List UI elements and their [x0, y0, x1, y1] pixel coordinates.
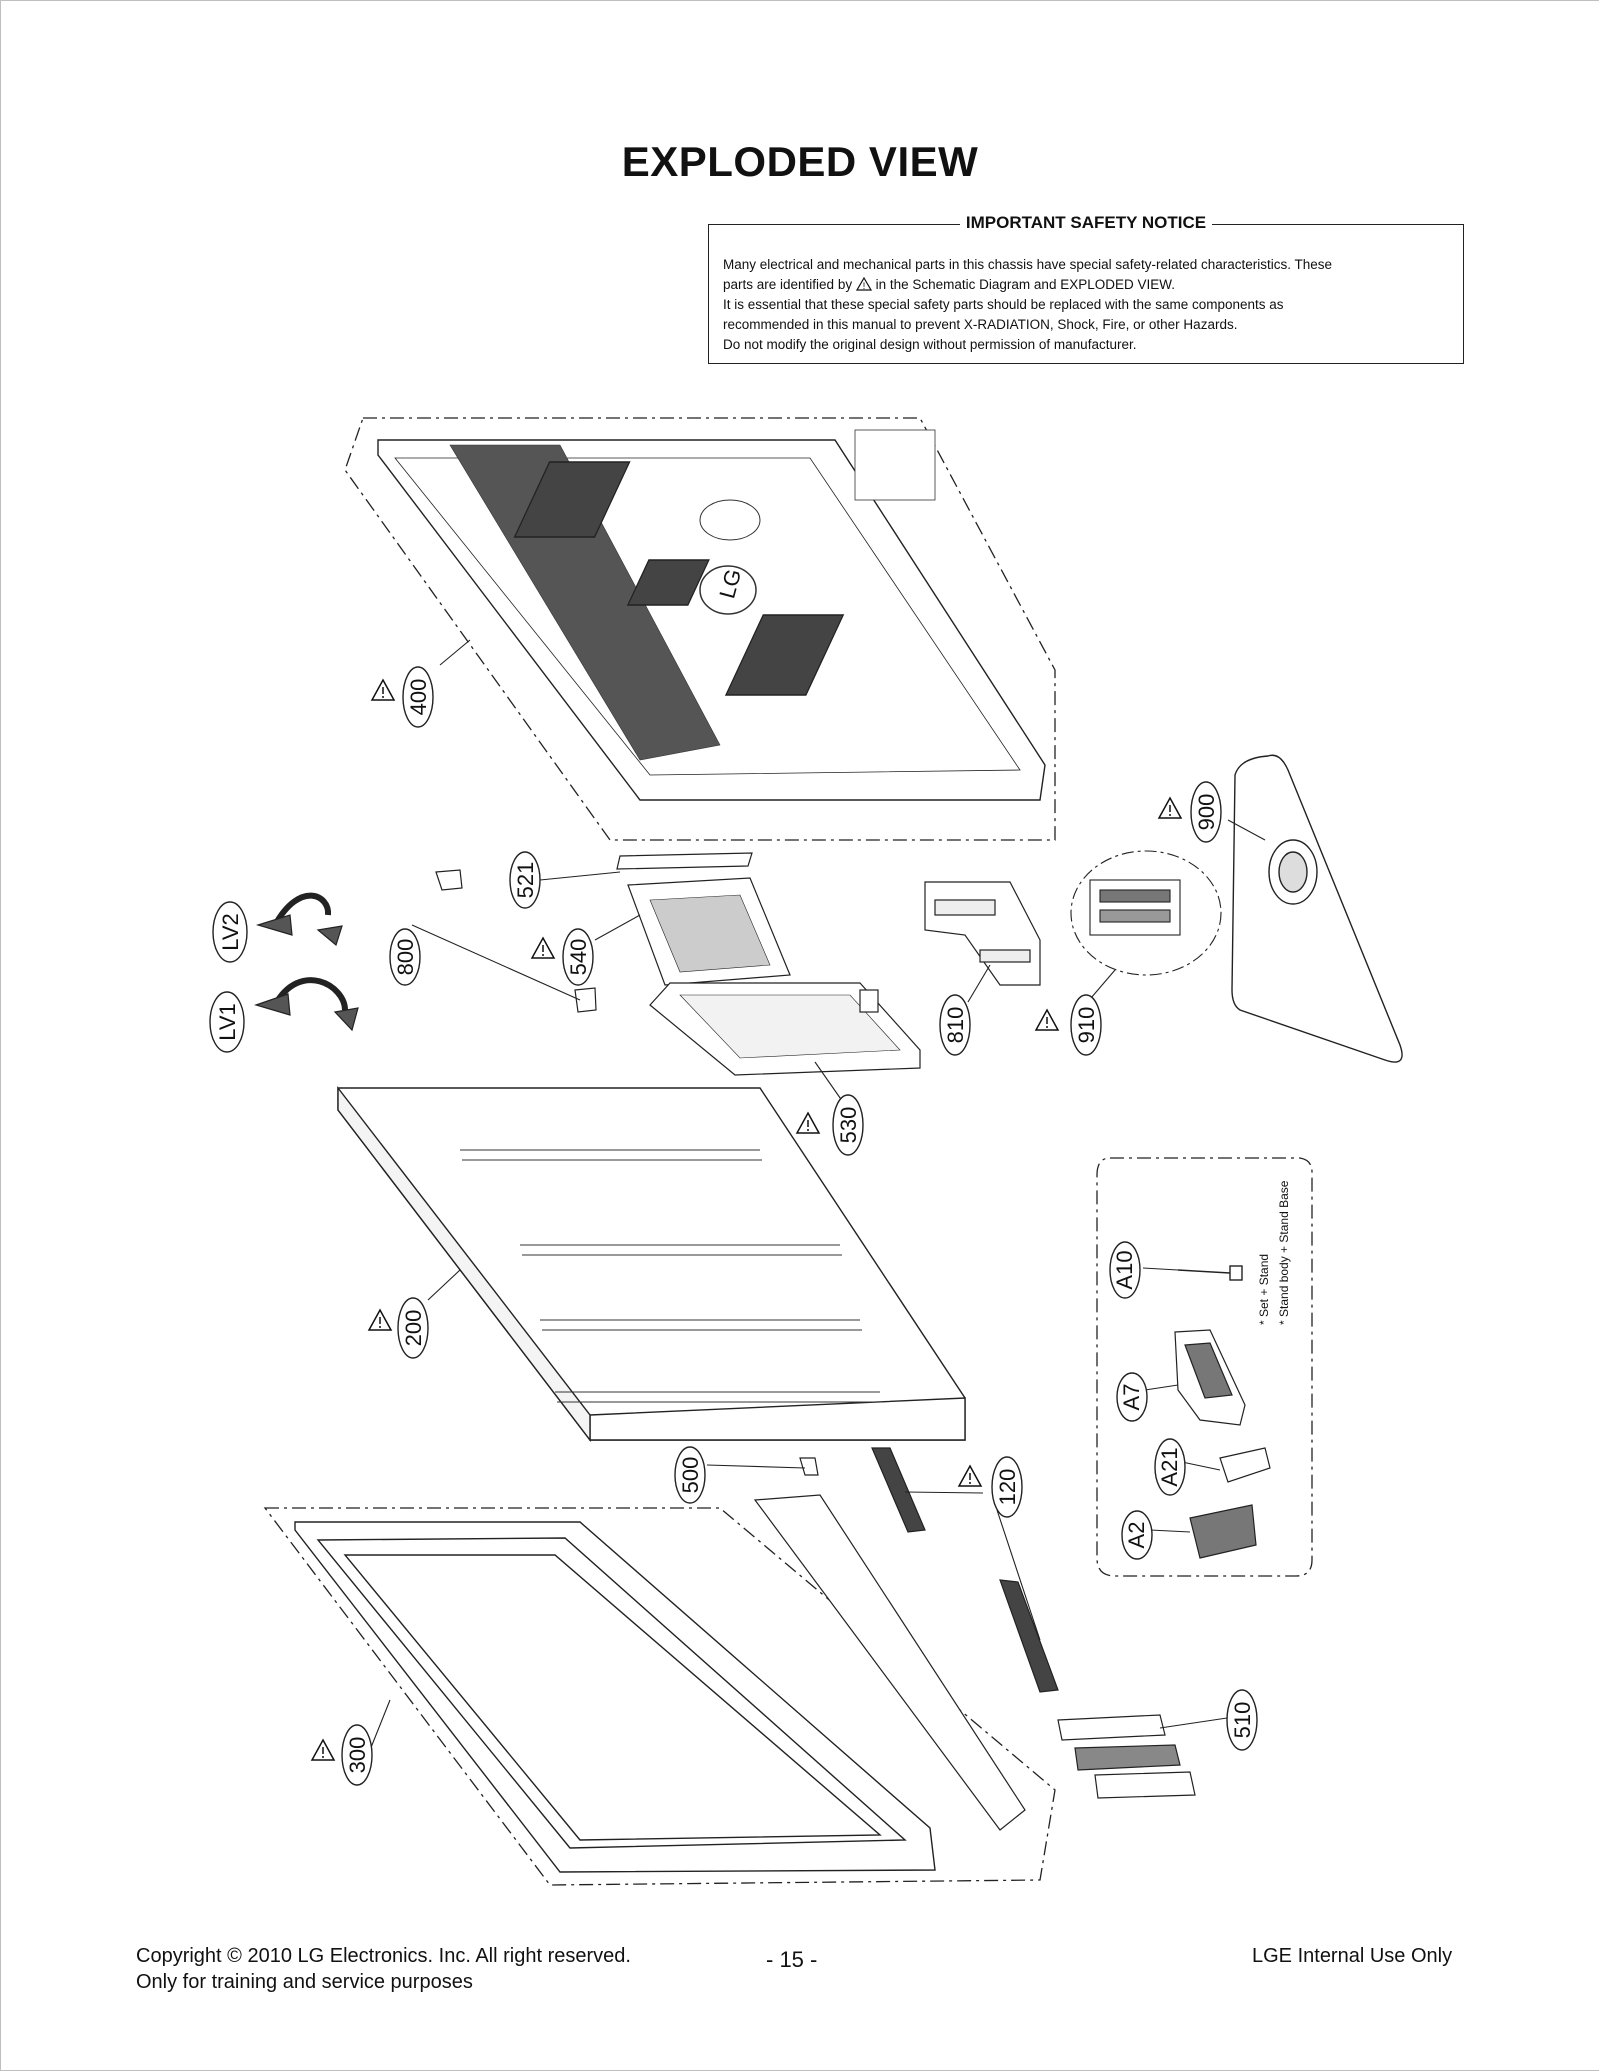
stand-base-a2-part — [1189, 1504, 1257, 1559]
warning-triangle-icon — [1158, 797, 1182, 819]
warning-triangle-icon — [1035, 1009, 1059, 1031]
frame-region — [263, 1507, 1056, 1886]
warning-triangle-icon — [371, 679, 395, 701]
warning-triangle-icon — [796, 1112, 820, 1134]
stand-body-group-part — [1070, 850, 1222, 976]
callout-540: 540 — [566, 939, 591, 976]
callout-500: 500 — [678, 1457, 703, 1494]
stand-note-2: * Stand body + Stand Base — [1277, 1180, 1291, 1325]
callout-300: 300 — [345, 1737, 370, 1774]
svg-text:!: ! — [863, 281, 866, 291]
notice-line-5: Do not modify the original design withou… — [723, 337, 1137, 352]
lvds-cable-part — [272, 892, 348, 1011]
keypad-510-part — [1057, 1714, 1196, 1799]
warning-triangle-icon: ! — [855, 277, 872, 291]
callout-a21: A21 — [1157, 1447, 1182, 1486]
callout-200: 200 — [401, 1310, 426, 1347]
footer-purpose: Only for training and service purposes — [136, 1971, 473, 1993]
warning-triangle-icon — [311, 1739, 335, 1761]
callout-a10: A10 — [1112, 1250, 1137, 1289]
part-500 — [799, 1457, 819, 1476]
speaker-120-part — [871, 1447, 1059, 1693]
callout-a7: A7 — [1119, 1384, 1144, 1411]
warning-triangle-icon — [531, 937, 555, 959]
page-number: - 15 - — [766, 1947, 818, 1972]
safety-notice-box: IMPORTANT SAFETY NOTICE Many electrical … — [708, 213, 1464, 364]
stand-note-1: * Set + Stand — [1257, 1254, 1271, 1325]
page-title: EXPLODED VIEW — [621, 138, 979, 185]
bracket-521-part — [616, 852, 753, 870]
callout-lv2: LV2 — [218, 913, 243, 951]
warning-triangle-icon — [368, 1309, 392, 1331]
stand-region — [1096, 1157, 1313, 1577]
callout-810: 810 — [943, 1007, 968, 1044]
callout-510: 510 — [1230, 1702, 1255, 1739]
bottom-cover-part — [753, 1494, 1026, 1831]
rear-cover-part — [377, 429, 1046, 801]
callout-a2: A2 — [1124, 1522, 1149, 1549]
callout-910: 910 — [1074, 1007, 1099, 1044]
panel-module-200-part — [337, 1085, 966, 1443]
rear-cover-region — [344, 417, 1056, 841]
notice-line-4: recommended in this manual to prevent X-… — [723, 317, 1238, 332]
screw-a10-part — [1177, 1265, 1243, 1281]
footer-internal: LGE Internal Use Only — [1252, 1945, 1453, 1967]
callout-lv1: LV1 — [215, 1003, 240, 1041]
footer-copyright: Copyright © 2010 LG Electronics. Inc. Al… — [136, 1945, 631, 1967]
bracket-810-part — [924, 881, 1041, 986]
notice-heading: IMPORTANT SAFETY NOTICE — [959, 213, 1213, 232]
callout-400: 400 — [406, 679, 431, 716]
power-board-530-part — [649, 982, 921, 1076]
stand-neck-a21-part — [1219, 1447, 1271, 1483]
notice-line-2: parts are identified by ! in the Schemat… — [723, 277, 1175, 292]
callout-900: 900 — [1194, 794, 1219, 831]
front-frame-300-part — [294, 1521, 936, 1873]
notice-line-3: It is essential that these special safet… — [723, 297, 1284, 312]
callout-120: 120 — [995, 1469, 1020, 1506]
clip-800-part — [435, 869, 597, 1013]
main-board-540-part — [627, 877, 791, 986]
callout-521: 521 — [513, 862, 538, 899]
stand-base-part — [1231, 754, 1403, 1063]
callout-800: 800 — [393, 939, 418, 976]
stand-body-a7-part — [1174, 1329, 1246, 1426]
notice-line-1: Many electrical and mechanical parts in … — [723, 257, 1333, 272]
warning-triangle-icon — [958, 1465, 982, 1487]
notice-body: Many electrical and mechanical parts in … — [723, 255, 1449, 355]
callout-530: 530 — [836, 1107, 861, 1144]
